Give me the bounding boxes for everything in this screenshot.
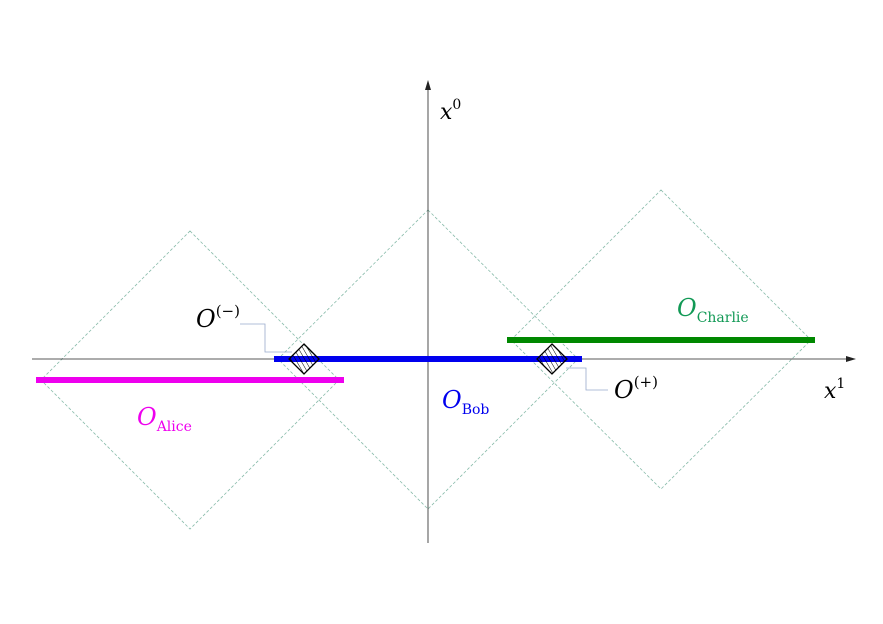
bob-label: OBob [442,386,489,418]
junction-plus-diamond [536,343,568,375]
light-cone-charlie [510,189,812,490]
charlie-label: OCharlie [677,294,749,326]
leader-minus [240,323,292,353]
vertical-axis-label: x0 [440,97,461,125]
junction-minus-label: O(−) [196,302,240,333]
vertical-axis-arrow [425,80,431,90]
junction-plus-label: O(+) [614,373,658,404]
junction-minus-diamond [288,343,320,375]
alice-label: OAlice [137,403,192,435]
leader-plus [566,367,608,391]
light-cone-bob [277,209,579,510]
light-cone-alice [40,230,340,530]
light-cones [40,189,812,530]
horizontal-axis-label: x1 [824,376,845,404]
horizontal-axis-arrow [846,356,856,362]
